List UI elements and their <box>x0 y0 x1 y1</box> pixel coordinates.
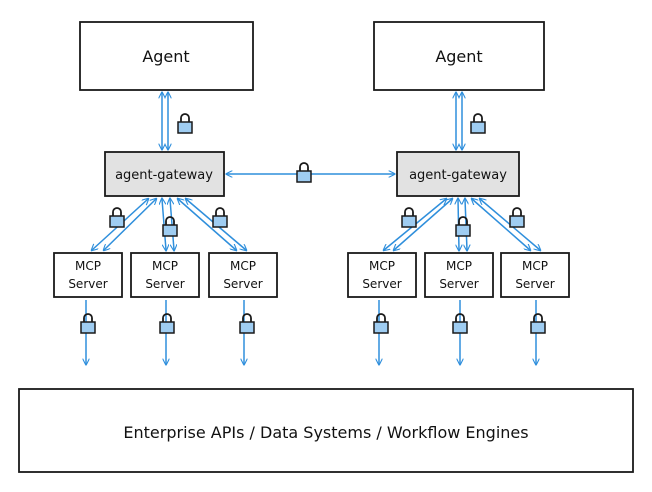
server-label-line2: Server <box>515 277 554 291</box>
right-agent-label: Agent <box>435 47 482 66</box>
gateway-server-arrow <box>104 199 156 250</box>
padlock-icon <box>162 216 178 237</box>
locks-layer <box>80 113 546 334</box>
padlock-icon <box>159 313 175 334</box>
padlock-icon <box>212 207 228 228</box>
left-gateway-box: agent-gateway <box>104 151 225 197</box>
gateway-server-arrow <box>394 199 452 250</box>
server-label-line1: MCP <box>446 259 472 273</box>
padlock-icon <box>296 162 312 183</box>
server-label-line1: MCP <box>230 259 256 273</box>
server-label-line1: MCP <box>75 259 101 273</box>
right-mcp-server-3: MCP Server <box>500 252 570 298</box>
server-label-line2: Server <box>439 277 478 291</box>
padlock-icon <box>509 207 525 228</box>
left-mcp-server-3: MCP Server <box>208 252 278 298</box>
padlock-icon <box>452 313 468 334</box>
padlock-icon <box>80 313 96 334</box>
server-label-line1: MCP <box>369 259 395 273</box>
right-mcp-server-1: MCP Server <box>347 252 417 298</box>
left-mcp-server-1: MCP Server <box>53 252 123 298</box>
server-label-line2: Server <box>68 277 107 291</box>
padlock-icon <box>470 113 486 134</box>
enterprise-systems-box: Enterprise APIs / Data Systems / Workflo… <box>18 388 634 473</box>
padlock-icon <box>455 216 471 237</box>
right-gateway-label: agent-gateway <box>409 168 507 183</box>
padlock-icon <box>109 207 125 228</box>
right-gateway-box: agent-gateway <box>396 151 520 197</box>
right-agent-box: Agent <box>373 21 545 91</box>
left-mcp-server-2: MCP Server <box>130 252 200 298</box>
left-gateway-label: agent-gateway <box>115 168 213 183</box>
right-mcp-server-2: MCP Server <box>424 252 494 298</box>
padlock-icon <box>239 313 255 334</box>
left-agent-label: Agent <box>142 47 189 66</box>
server-label-line1: MCP <box>152 259 178 273</box>
padlock-icon <box>401 207 417 228</box>
server-label-line1: MCP <box>522 259 548 273</box>
padlock-icon <box>373 313 389 334</box>
padlock-icon <box>530 313 546 334</box>
server-label-line2: Server <box>362 277 401 291</box>
padlock-icon <box>177 113 193 134</box>
enterprise-label: Enterprise APIs / Data Systems / Workflo… <box>123 423 528 442</box>
left-agent-box: Agent <box>79 21 254 91</box>
server-label-line2: Server <box>145 277 184 291</box>
server-label-line2: Server <box>223 277 262 291</box>
